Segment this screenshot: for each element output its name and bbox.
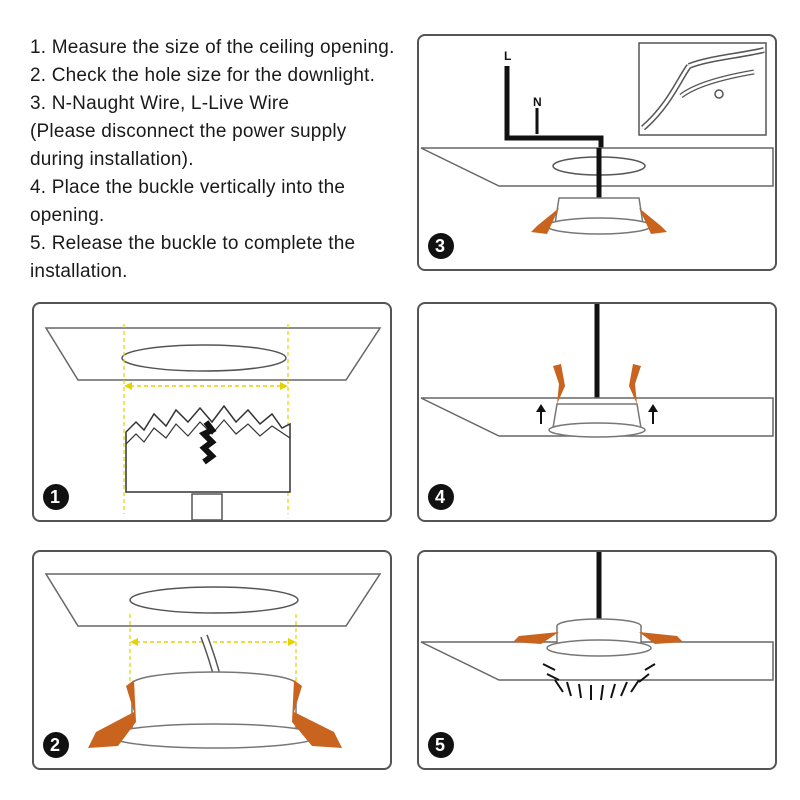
downlight-fixture (88, 671, 342, 749)
step-2-panel: 2 (32, 550, 392, 770)
step-number: 1 (50, 487, 60, 507)
downlight-fixture (548, 364, 646, 438)
instruction-line-5: during installation). (30, 149, 194, 170)
instruction-line-6: 4. Place the buckle vertically into the (30, 177, 346, 198)
step-3-panel: L N 3 (417, 34, 777, 271)
light-rays (542, 663, 656, 701)
step-number: 4 (435, 487, 445, 507)
step-5-illustration: 5 (420, 552, 774, 758)
instruction-line-2: 2. Check the hole size for the downlight… (30, 65, 376, 86)
step-2-illustration: 2 (43, 573, 382, 758)
step-badge: 5 (428, 732, 454, 758)
instruction-line-3: 3. N-Naught Wire, L-Live Wire (30, 93, 290, 114)
wire-connector-inset (638, 42, 767, 136)
step-badge: 4 (428, 484, 454, 510)
downlight-fixture (531, 197, 667, 235)
instruction-line-7: opening. (30, 205, 105, 226)
step-5-panel: 5 (417, 550, 777, 770)
step-number: 3 (435, 236, 445, 256)
instruction-line-4: (Please disconnect the power supply (30, 121, 347, 142)
step-4-illustration: 4 (420, 304, 774, 510)
downlight-fixture (513, 618, 683, 657)
live-wire-label: L (504, 49, 511, 63)
measure-guide (123, 324, 289, 514)
step-3-illustration: L N 3 (420, 42, 774, 259)
instruction-line-8: 5. Release the buckle to complete the (30, 233, 356, 254)
step-1-panel: 1 (32, 302, 392, 522)
neutral-wire-label: N (533, 95, 542, 109)
measure-guide (129, 614, 297, 692)
instruction-list: 1. Measure the size of the ceiling openi… (30, 34, 415, 286)
instruction-line-1: 1. Measure the size of the ceiling openi… (30, 37, 395, 58)
step-number: 2 (50, 735, 60, 755)
hole-saw (125, 404, 291, 520)
ceiling-board (44, 327, 382, 381)
step-number: 5 (435, 735, 445, 755)
instruction-line-9: installation. (30, 261, 128, 282)
step-badge: 3 (428, 233, 454, 259)
step-badge: 1 (43, 484, 69, 510)
step-1-illustration: 1 (43, 324, 382, 520)
ceiling-board (44, 573, 382, 627)
step-4-panel: 4 (417, 302, 777, 522)
up-arrow-icon (536, 404, 658, 424)
step-badge: 2 (43, 732, 69, 758)
